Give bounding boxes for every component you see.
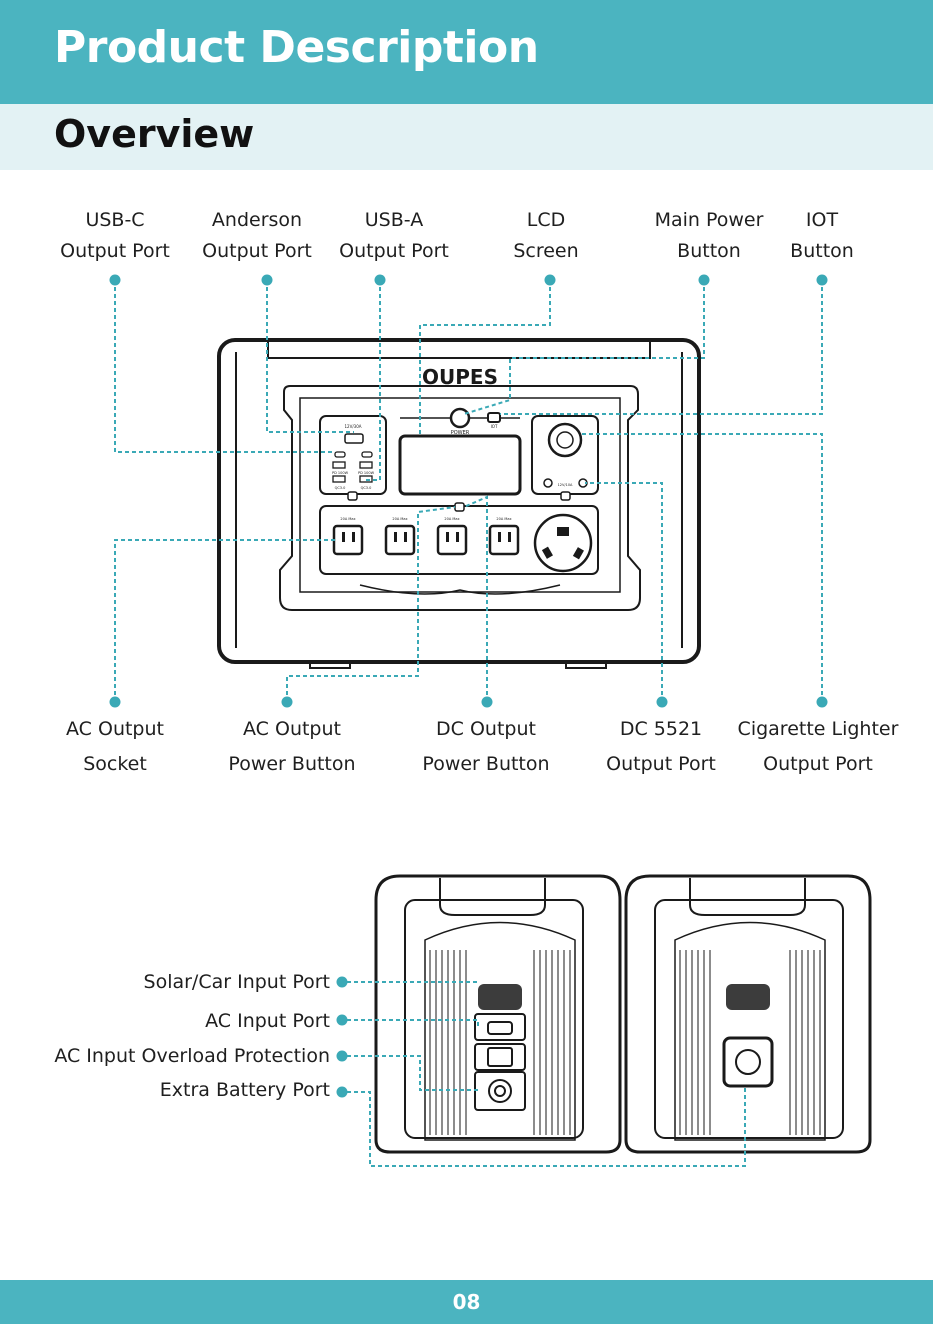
page-number: 08 (452, 1290, 481, 1314)
section-title: Overview (54, 112, 255, 156)
svg-text:IOT: IOT (491, 424, 498, 429)
footer-bar (0, 1280, 933, 1324)
svg-text:20A Max: 20A Max (444, 517, 459, 521)
front-unit (217, 338, 701, 669)
svg-text:20A Max: 20A Max (340, 517, 355, 521)
callout-dots (109, 274, 828, 1098)
label-ac-input-port: AC Input Port (205, 1010, 330, 1032)
svg-text:QC3.0: QC3.0 (335, 486, 346, 490)
label-ac-input-overload-protection: AC Input Overload Protection (54, 1045, 330, 1067)
label-solar-car-input-port: Solar/Car Input Port (143, 971, 330, 993)
svg-text:OUPES: OUPES (422, 365, 498, 389)
section-bar (0, 104, 933, 170)
rear-unit-right (624, 874, 872, 1154)
rear-unit-left (374, 874, 622, 1154)
svg-text:QC3.0: QC3.0 (361, 486, 372, 490)
callout-lines (114, 280, 823, 1167)
rear-vents (429, 950, 821, 1135)
label-extra-battery-port: Extra Battery Port (159, 1079, 330, 1101)
svg-text:12V/10A: 12V/10A (558, 483, 573, 487)
page-title: Product Description (54, 22, 539, 73)
svg-text:20A Max: 20A Max (392, 517, 407, 521)
svg-text:PD 100W: PD 100W (332, 471, 349, 475)
svg-text:20A Max: 20A Max (496, 517, 511, 521)
svg-text:POWER: POWER (451, 430, 470, 436)
svg-text:PD 100W: PD 100W (358, 471, 375, 475)
header-bar (0, 0, 933, 104)
svg-text:12V/30A: 12V/30A (345, 424, 362, 429)
